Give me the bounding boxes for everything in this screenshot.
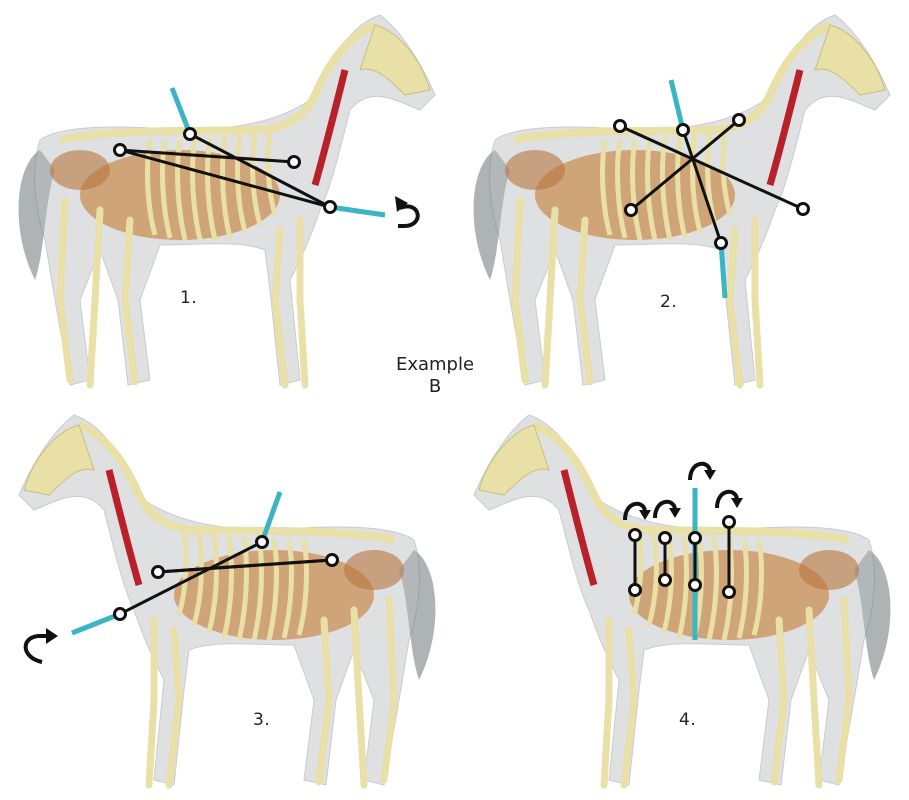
horse-figure — [474, 15, 890, 385]
panel-label: 3. — [253, 710, 270, 730]
example-label: Example B — [385, 354, 485, 398]
example-label-line1: Example — [385, 354, 485, 376]
horse-figure — [19, 415, 435, 785]
horse-diagram-3 — [0, 400, 454, 800]
rotate-arrow-icon — [26, 636, 48, 662]
horse-diagram-4 — [455, 400, 909, 800]
panel-3: 3. — [0, 400, 454, 800]
horse-diagram-2 — [455, 0, 909, 400]
example-label-line2: B — [385, 376, 485, 398]
panel-label: 4. — [679, 710, 696, 730]
horse-figure — [19, 15, 435, 385]
panel-4: 4. — [455, 400, 909, 800]
panel-1: 1. — [0, 0, 454, 400]
panel-2: 2. — [455, 0, 909, 400]
panel-label: 1. — [180, 288, 197, 308]
horse-diagram-1 — [0, 0, 454, 400]
panel-label: 2. — [660, 292, 677, 312]
rotate-arrow-icon — [398, 206, 418, 226]
